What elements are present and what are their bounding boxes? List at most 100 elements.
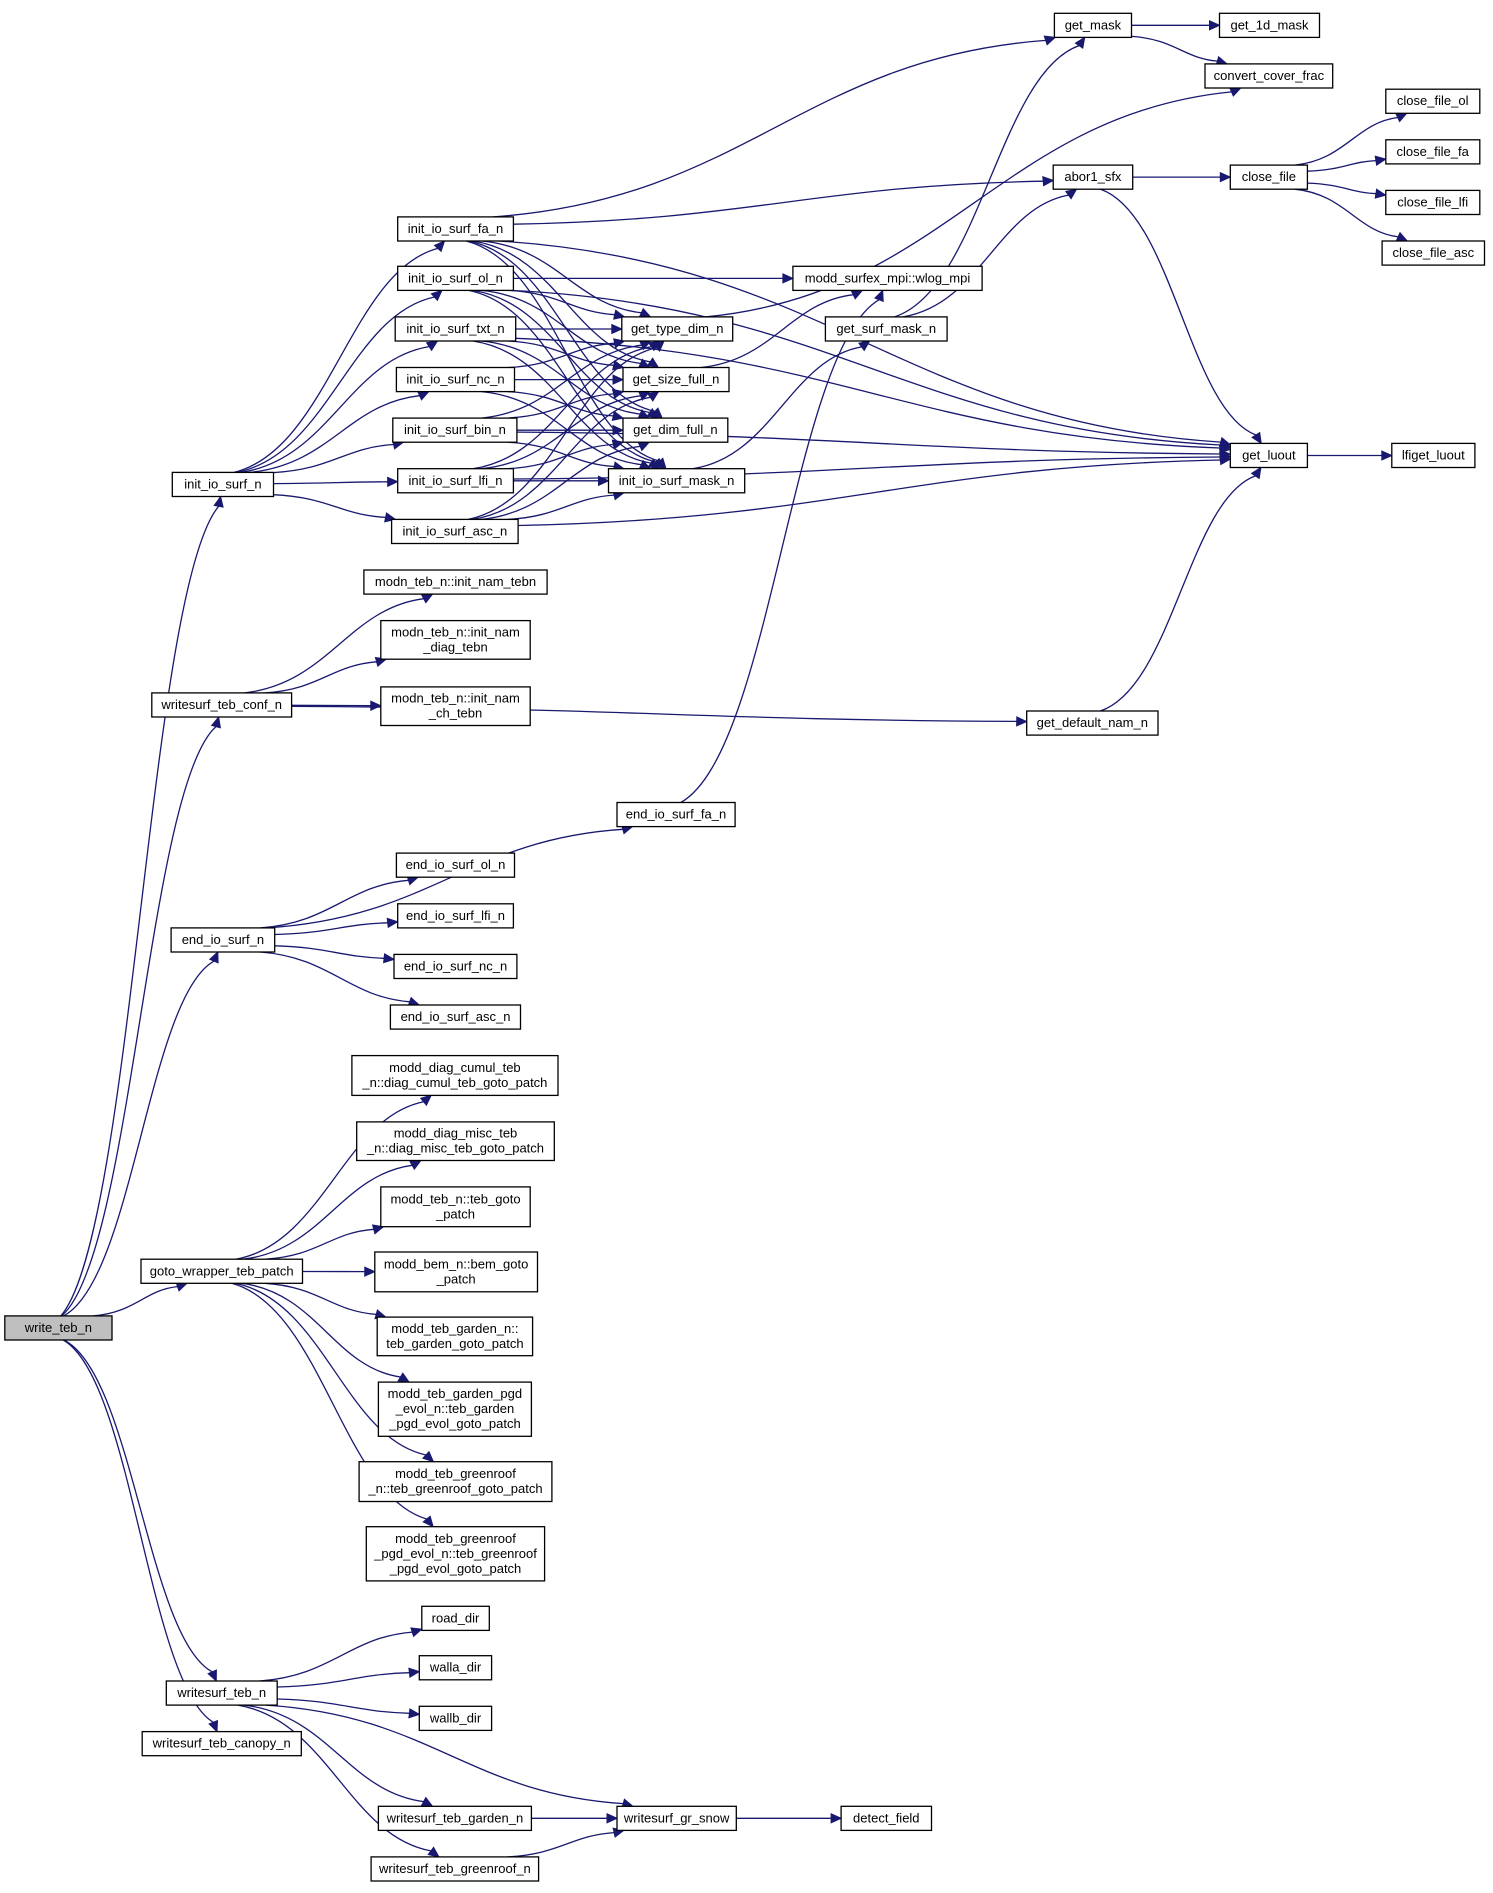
node-modn_teb_n_init_nam_ch_tebn[interactable]: modn_teb_n::init_nam_ch_tebn [380,686,531,727]
node-wlog_mpi[interactable]: modd_surfex_mpi::wlog_mpi [792,265,983,292]
node-modn_teb_n_init_nam_tebn[interactable]: modn_teb_n::init_nam_tebn [363,569,548,595]
node-init_io_surf_mask_n[interactable]: init_io_surf_mask_n [607,468,746,494]
edge-init_io_surf_txt_n-to-init_io_surf_mask_n [472,340,661,470]
node-diag_cumul_teb_goto_patch[interactable]: modd_diag_cumul_teb_n::diag_cumul_teb_go… [351,1054,559,1097]
node-label: init_io_surf_nc_n [406,372,504,387]
node-box [394,316,517,342]
node-init_io_surf_fa_n[interactable]: init_io_surf_fa_n [397,216,515,242]
node-box [358,1461,553,1503]
edge-writesurf_teb_conf_n-to-modn_teb_n_init_nam_ch_tebn [291,700,383,711]
node-convert_cover_frac[interactable]: convert_cover_frac [1204,63,1334,89]
node-teb_garden_pgd_evol_goto_patch[interactable]: modd_teb_garden_pgd_evol_n::teb_garden_p… [377,1381,533,1437]
node-teb_garden_goto_patch[interactable]: modd_teb_garden_n::teb_garden_goto_patch [376,1316,534,1357]
edge-init_io_surf_n-to-init_io_surf_asc_n [273,494,397,523]
edge-arrowhead [422,1450,435,1463]
edge-line [236,296,435,474]
edge-init_io_surf_ol_n-to-get_dim_full_n [472,289,659,419]
node-label: teb_garden_goto_patch [386,1336,523,1351]
node-box [390,518,519,545]
edge-arrowhead [611,388,625,400]
node-modn_teb_n_init_nam_diag_tebn[interactable]: modn_teb_n::init_nam_diag_tebn [380,619,531,660]
node-init_io_surf_lfi_n[interactable]: init_io_surf_lfi_n [397,468,515,494]
call-graph-nodes: write_teb_n init_io_surf_n writesurf_teb_c… [4,12,1486,1882]
node-wallb_dir[interactable]: wallb_dir [418,1705,493,1732]
node-get_luout[interactable]: get_luout [1229,442,1309,469]
edge-arrowhead [430,289,443,302]
node-end_io_surf_asc_n[interactable]: end_io_surf_asc_n [389,1004,522,1030]
node-box [374,1251,539,1293]
node-init_io_surf_n[interactable]: init_io_surf_n [171,471,275,498]
node-writesurf_teb_canopy_n[interactable]: writesurf_teb_canopy_n [141,1730,302,1757]
node-box [840,1805,933,1832]
edge-arrowhead [1064,188,1078,200]
edge-line [244,1704,424,1803]
node-end_io_surf_fa_n[interactable]: end_io_surf_fa_n [616,801,736,828]
node-end_io_surf_lfi_n[interactable]: end_io_surf_lfi_n [397,903,515,929]
node-init_io_surf_bin_n[interactable]: init_io_surf_bin_n [392,417,518,443]
node-label: modn_teb_n::init_nam_tebn [375,574,536,589]
node-label: _ch_tebn [428,706,483,721]
node-get_dim_full_n[interactable]: get_dim_full_n [622,417,729,443]
node-end_io_surf_ol_n[interactable]: end_io_surf_ol_n [395,852,516,878]
node-get_default_nam_n[interactable]: get_default_nam_n [1026,710,1159,736]
node-close_file_asc[interactable]: close_file_asc [1381,240,1486,266]
node-lfiget_luout[interactable]: lfiget_luout [1391,442,1476,469]
node-get_size_full_n[interactable]: get_size_full_n [622,366,730,393]
node-write_teb_n[interactable]: write_teb_n [4,1315,113,1341]
node-writesurf_teb_conf_n[interactable]: writesurf_teb_conf_n [151,692,293,718]
node-detect_field[interactable]: detect_field [840,1805,933,1832]
node-close_file_lfi[interactable]: close_file_lfi [1385,189,1481,216]
node-walla_dir[interactable]: walla_dir [418,1655,493,1681]
edge-get_default_nam_n-to-get_luout [1100,466,1262,712]
node-get_surf_mask_n[interactable]: get_surf_mask_n [824,316,948,342]
node-writesurf_teb_n[interactable]: writesurf_teb_n [165,1680,278,1706]
edge-close_file-to-close_file_lfi [1307,182,1387,199]
node-close_file[interactable]: close_file [1229,164,1309,190]
node-init_io_surf_txt_n[interactable]: init_io_surf_txt_n [394,316,517,342]
edge-line [513,180,1044,225]
node-goto_wrapper_teb_patch[interactable]: goto_wrapper_teb_patch [140,1258,304,1284]
node-abor1_sfx[interactable]: abor1_sfx [1052,164,1134,190]
node-label: init_io_surf_txt_n [406,321,504,336]
node-get_type_dim_n[interactable]: get_type_dim_n [621,316,734,342]
node-label: convert_cover_frac [1214,68,1325,83]
node-close_file_ol[interactable]: close_file_ol [1385,88,1481,114]
node-get_1d_mask[interactable]: get_1d_mask [1218,12,1321,39]
edge-arrowhead [1395,112,1408,123]
node-writesurf_gr_snow[interactable]: writesurf_gr_snow [616,1805,737,1832]
edge-line [481,390,642,466]
node-box [1229,442,1309,469]
node-end_io_surf_n[interactable]: end_io_surf_n [170,927,276,953]
node-init_io_surf_nc_n[interactable]: init_io_surf_nc_n [395,366,516,393]
node-teb_goto_patch[interactable]: modd_teb_n::teb_goto_patch [380,1186,531,1228]
node-bem_goto_patch[interactable]: modd_bem_n::bem_goto_patch [374,1251,539,1293]
node-init_io_surf_asc_n[interactable]: init_io_surf_asc_n [390,518,519,545]
edge-line [472,289,650,414]
node-get_mask[interactable]: get_mask [1053,12,1133,39]
node-init_io_surf_ol_n[interactable]: init_io_surf_ol_n [397,265,515,292]
node-end_io_surf_nc_n[interactable]: end_io_surf_nc_n [393,953,518,980]
edge-arrowhead [1219,171,1232,183]
edge-line [472,340,651,464]
node-label: end_io_surf_nc_n [404,958,507,973]
node-label: end_io_surf_lfi_n [406,908,505,923]
node-label: modd_diag_misc_teb [394,1126,518,1141]
edge-init_io_surf_fa_n-to-get_mask [493,35,1057,218]
node-label: _patch [436,1271,476,1286]
node-close_file_fa[interactable]: close_file_fa [1385,139,1481,165]
edge-init_io_surf_n-to-init_io_surf_lfi_n [273,476,399,488]
node-writesurf_teb_greenroof_n[interactable]: writesurf_teb_greenroof_n [370,1856,540,1882]
node-teb_greenroof_pgd_evol_goto_patch[interactable]: modd_teb_greenroof_pgd_evol_n::teb_green… [365,1526,546,1582]
edge-arrowhead [408,1667,421,1679]
node-label: _patch [435,1206,475,1221]
node-road_dir[interactable]: road_dir [421,1605,490,1632]
node-writesurf_teb_garden_n[interactable]: writesurf_teb_garden_n [377,1805,533,1832]
node-label: walla_dir [429,1660,482,1675]
node-teb_greenroof_goto_patch[interactable]: modd_teb_greenroof_n::teb_greenroof_goto… [358,1461,553,1503]
node-diag_misc_teb_goto_patch[interactable]: modd_diag_misc_teb_n::diag_misc_teb_goto… [356,1121,555,1162]
node-label: get_type_dim_n [631,321,724,336]
node-box [1052,164,1134,190]
edge-line [1307,182,1376,195]
edge-arrowhead [408,1708,421,1719]
node-label: modd_bem_n::bem_goto [384,1256,529,1271]
